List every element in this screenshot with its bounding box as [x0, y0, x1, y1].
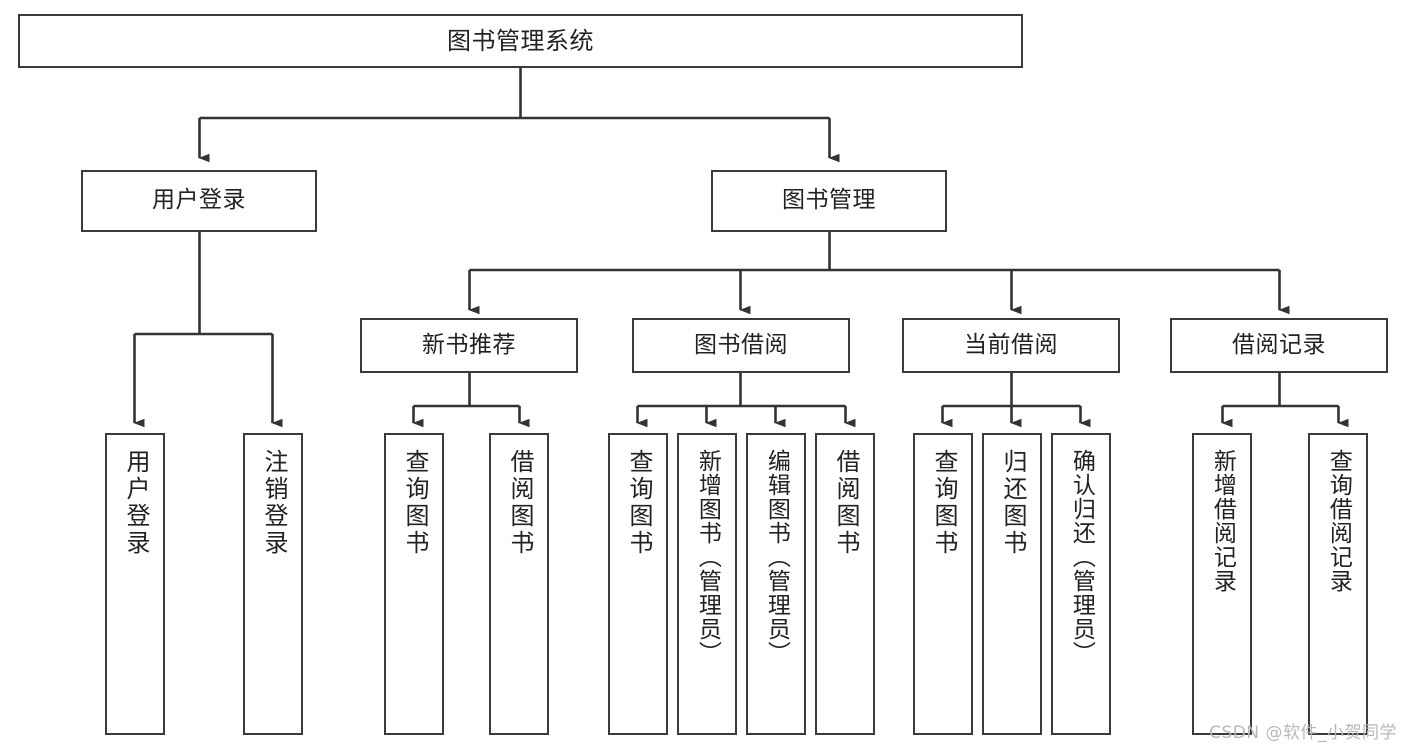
- node-label: 新增图书（管理员）: [694, 449, 721, 665]
- node-label: 借阅图书: [505, 449, 534, 557]
- leaf-record-query-record[interactable]: 查询借阅记录: [1308, 433, 1368, 735]
- node-label: 归还图书: [998, 449, 1027, 557]
- node-label: 查询图书: [400, 449, 429, 557]
- node-label: 借阅记录: [1232, 331, 1326, 358]
- node-label: 注销登录: [259, 449, 288, 557]
- node-new-book-recommend[interactable]: 新书推荐: [360, 318, 578, 373]
- leaf-user-login-login[interactable]: 用户登录: [105, 433, 165, 735]
- leaf-borrow-borrow-book[interactable]: 借阅图书: [815, 433, 875, 735]
- leaf-recommend-borrow-book[interactable]: 借阅图书: [489, 433, 549, 735]
- node-label: 查询图书: [624, 449, 653, 557]
- node-label: 编辑图书（管理员）: [763, 449, 790, 665]
- node-book-management[interactable]: 图书管理: [711, 170, 947, 232]
- node-label: 图书借阅: [694, 331, 788, 358]
- csdn-watermark: CSDN @软件_小贺同学: [1209, 723, 1397, 743]
- leaf-current-query-book[interactable]: 查询图书: [913, 433, 973, 735]
- node-book-borrow[interactable]: 图书借阅: [632, 318, 850, 373]
- node-root-system[interactable]: 图书管理系统: [18, 14, 1023, 68]
- node-label: 确认归还（管理员）: [1068, 449, 1095, 665]
- leaf-record-add-record[interactable]: 新增借阅记录: [1192, 433, 1252, 735]
- leaf-current-return-book[interactable]: 归还图书: [982, 433, 1042, 735]
- leaf-recommend-query-book[interactable]: 查询图书: [384, 433, 444, 735]
- node-label: 新书推荐: [422, 331, 516, 358]
- leaf-borrow-add-book-admin[interactable]: 新增图书（管理员）: [677, 433, 737, 735]
- node-label: 当前借阅: [964, 331, 1058, 358]
- node-current-borrow[interactable]: 当前借阅: [902, 318, 1120, 373]
- node-label: 查询图书: [929, 449, 958, 557]
- leaf-borrow-query-book[interactable]: 查询图书: [608, 433, 668, 735]
- node-label: 图书管理系统: [447, 26, 594, 55]
- node-user-login[interactable]: 用户登录: [81, 170, 317, 232]
- leaf-user-login-logout[interactable]: 注销登录: [243, 433, 303, 735]
- leaf-current-confirm-return-admin[interactable]: 确认归还（管理员）: [1051, 433, 1111, 735]
- node-label: 用户登录: [152, 187, 246, 214]
- node-label: 新增借阅记录: [1209, 449, 1236, 593]
- node-label: 图书管理: [782, 187, 876, 214]
- node-label: 查询借阅记录: [1325, 449, 1352, 593]
- node-borrow-record[interactable]: 借阅记录: [1170, 318, 1388, 373]
- node-label: 用户登录: [121, 449, 150, 557]
- leaf-borrow-edit-book-admin[interactable]: 编辑图书（管理员）: [746, 433, 806, 735]
- node-label: 借阅图书: [831, 449, 860, 557]
